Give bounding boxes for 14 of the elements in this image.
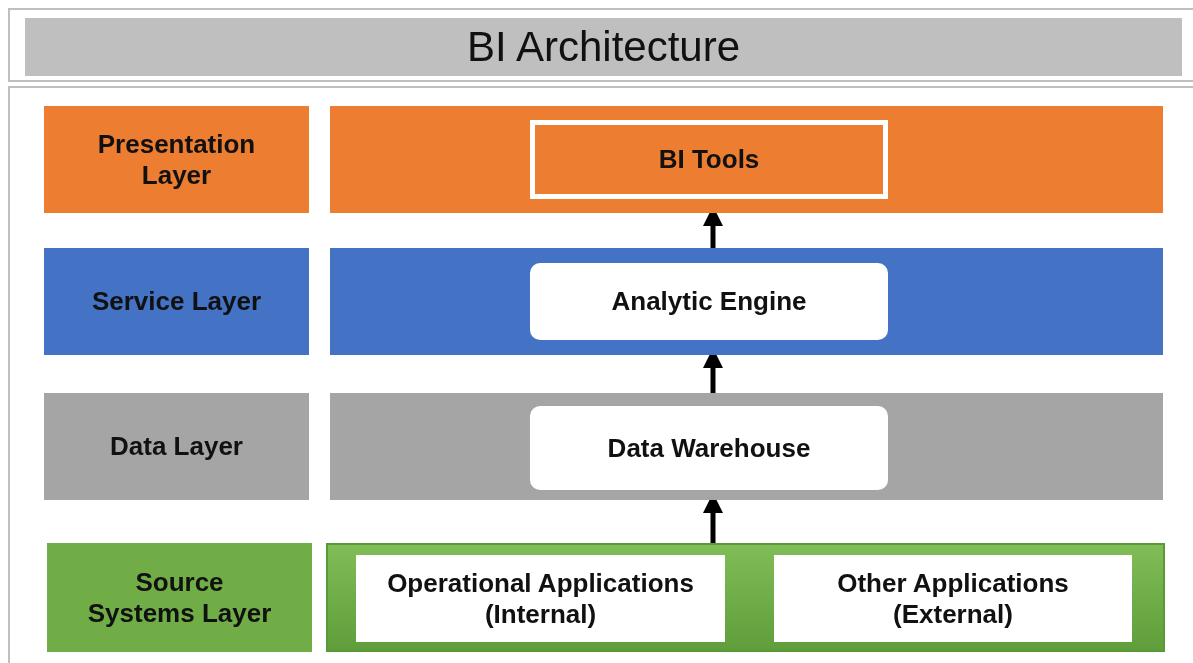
layer-label: Data Layer: [44, 393, 309, 500]
component-box: Operational Applications (Internal): [356, 555, 725, 642]
layer-band: [326, 543, 1165, 652]
layer-band: [330, 106, 1163, 213]
component-box: BI Tools: [530, 120, 888, 199]
layer-label: Source Systems Layer: [47, 543, 312, 652]
title-bar: BI Architecture: [25, 18, 1182, 76]
component-box: Other Applications (External): [774, 555, 1132, 642]
component-box: Analytic Engine: [530, 263, 888, 340]
component-box: Data Warehouse: [530, 406, 888, 490]
layer-band: [330, 248, 1163, 355]
layer-label: Service Layer: [44, 248, 309, 355]
layer-band: [330, 393, 1163, 500]
layer-label: Presentation Layer: [44, 106, 309, 213]
